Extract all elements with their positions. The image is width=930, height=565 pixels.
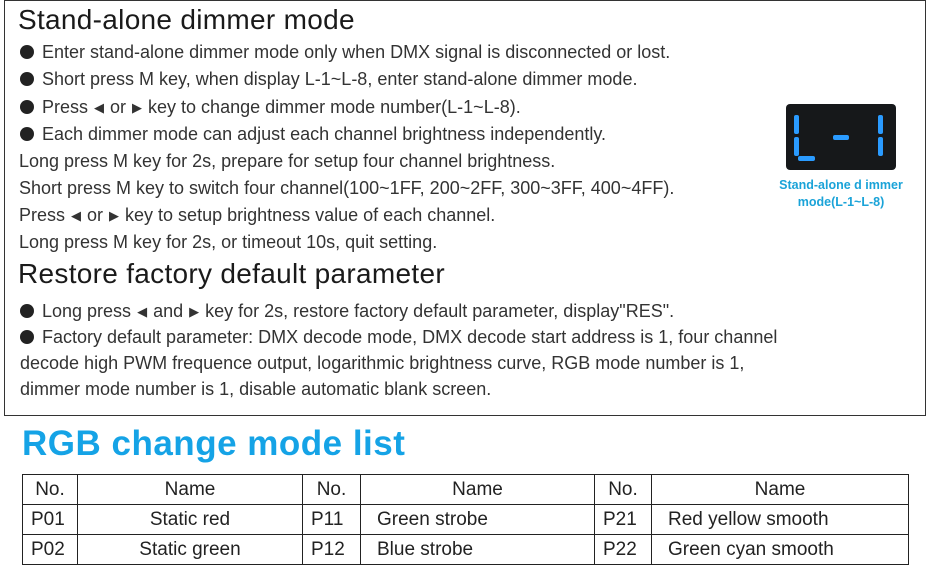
table-cell: P12 bbox=[302, 534, 361, 565]
led-segment bbox=[794, 115, 799, 134]
bullet-line: Long press◀and▶key for 2s, restore facto… bbox=[20, 301, 674, 322]
header-cell: Name bbox=[651, 474, 909, 505]
table-cell: Static green bbox=[77, 534, 303, 565]
bullet-line: Factory default parameter: DMX decode mo… bbox=[20, 327, 777, 348]
bullet-icon bbox=[20, 304, 34, 318]
header-cell: Name bbox=[77, 474, 303, 505]
section-title-restore: Restore factory default parameter bbox=[18, 258, 445, 289]
led-display-icon bbox=[786, 104, 896, 170]
table-cell: Blue strobe bbox=[360, 534, 595, 565]
bullet-line: Short press M key, when display L-1~L-8,… bbox=[20, 69, 637, 90]
table-cell: P02 bbox=[22, 534, 78, 565]
bullet-icon bbox=[20, 100, 34, 114]
rgb-mode-table: No. Name No. Name No. Name P01 Static re… bbox=[22, 474, 909, 565]
bullet-line: Press◀or▶key to change dimmer mode numbe… bbox=[20, 97, 521, 118]
led-segment bbox=[798, 156, 815, 161]
led-segment bbox=[833, 135, 849, 140]
led-segment bbox=[878, 115, 883, 134]
left-arrow-icon: ◀ bbox=[94, 100, 105, 115]
table-cell: Green cyan smooth bbox=[651, 534, 909, 565]
table-header-row: No. Name No. Name No. Name bbox=[22, 474, 909, 505]
right-arrow-icon: ▶ bbox=[109, 208, 120, 223]
bullet-icon bbox=[20, 72, 34, 86]
bullet-icon bbox=[20, 330, 34, 344]
header-cell: No. bbox=[594, 474, 652, 505]
table-row: P02 Static green P12 Blue strobe P22 Gre… bbox=[22, 534, 909, 565]
left-arrow-icon: ◀ bbox=[137, 304, 148, 319]
dimmer-mode-panel bbox=[4, 0, 926, 416]
table-cell: Red yellow smooth bbox=[651, 504, 909, 535]
left-arrow-icon: ◀ bbox=[71, 208, 82, 223]
bullet-icon bbox=[20, 127, 34, 141]
table-cell: P11 bbox=[302, 504, 361, 535]
bullet-line: Each dimmer mode can adjust each channel… bbox=[20, 124, 606, 145]
table-row: P01 Static red P11 Green strobe P21 Red … bbox=[22, 504, 909, 535]
table-cell: P01 bbox=[22, 504, 78, 535]
rgb-list-title: RGB change mode list bbox=[22, 424, 406, 463]
text-line: decode high PWM frequence output, logari… bbox=[20, 353, 745, 373]
text-line: dimmer mode number is 1, disable automat… bbox=[20, 379, 492, 399]
display-caption: Stand-alone d immer mode(L-1~L-8) bbox=[779, 178, 903, 209]
header-cell: No. bbox=[302, 474, 361, 505]
bullet-icon bbox=[20, 45, 34, 59]
table-cell: P22 bbox=[594, 534, 652, 565]
led-segment bbox=[794, 137, 799, 156]
bullet-line: Enter stand-alone dimmer mode only when … bbox=[20, 42, 670, 63]
section-title-standalone: Stand-alone dimmer mode bbox=[18, 4, 355, 35]
table-cell: P21 bbox=[594, 504, 652, 535]
text-line: Press◀or▶key to setup brightness value o… bbox=[19, 205, 496, 225]
right-arrow-icon: ▶ bbox=[189, 304, 200, 319]
table-cell: Static red bbox=[77, 504, 303, 535]
text-line: Short press M key to switch four channel… bbox=[19, 178, 675, 198]
led-segment bbox=[878, 137, 883, 156]
text-line: Long press M key for 2s, or timeout 10s,… bbox=[19, 232, 438, 252]
header-cell: No. bbox=[22, 474, 78, 505]
right-arrow-icon: ▶ bbox=[132, 100, 143, 115]
table-cell: Green strobe bbox=[360, 504, 595, 535]
header-cell: Name bbox=[360, 474, 595, 505]
text-line: Long press M key for 2s, prepare for set… bbox=[19, 151, 556, 171]
